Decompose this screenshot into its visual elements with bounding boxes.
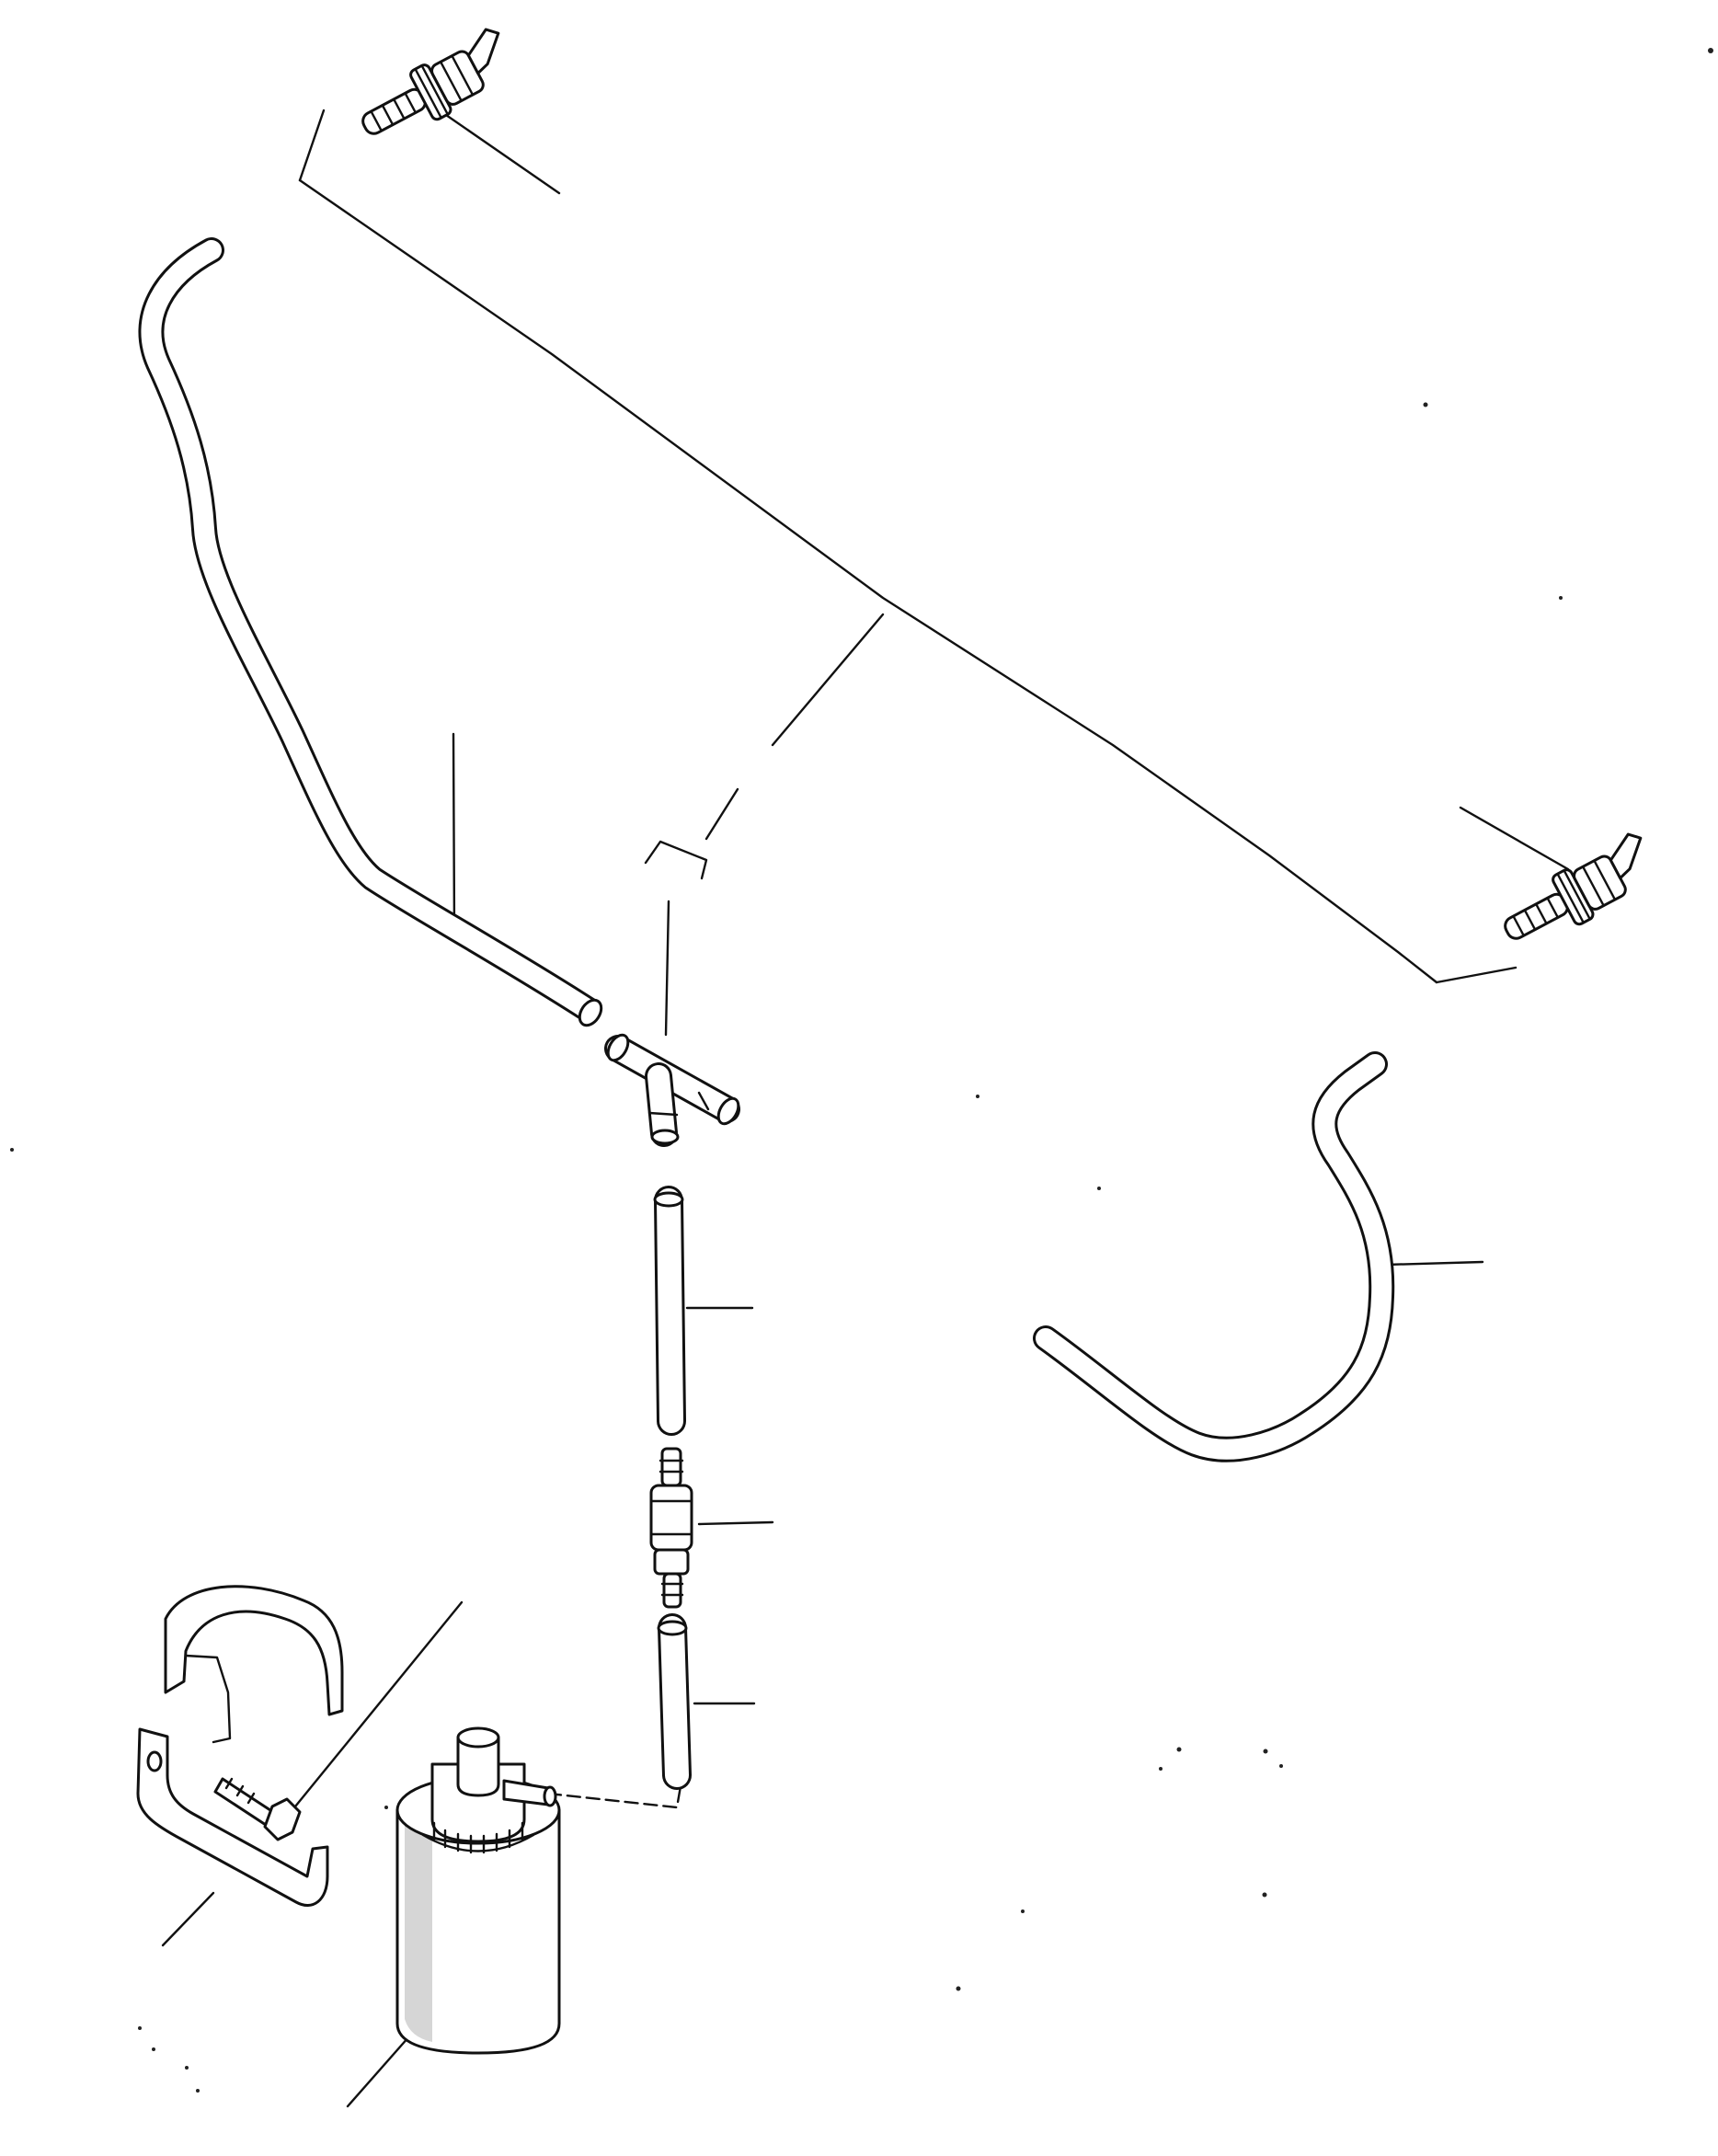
leader-lines: [161, 109, 1570, 2108]
leader-hose-long-left: [452, 732, 456, 935]
leader-pump: [346, 2027, 418, 2108]
leader-bracket-lower-right: [1435, 966, 1518, 984]
leader-tee-group: [771, 613, 885, 747]
leader-main-bracket-line: [298, 178, 1438, 984]
leader-bracket-upper-left: [298, 109, 326, 182]
leader-hose-curved-right: [1384, 1260, 1484, 1267]
leader-nozzle-right: [1459, 806, 1570, 871]
tee-connector: [604, 1033, 740, 1147]
scan-specks: [10, 48, 1713, 2093]
nozzle-right: [1504, 832, 1643, 940]
leader-bracket: [161, 1891, 215, 1947]
leader-check-valve: [697, 1520, 774, 1526]
pump-bracket: [136, 1585, 344, 1907]
leader-tee-connector: [664, 900, 670, 1037]
hose-curved-right: [1033, 1051, 1395, 1462]
check-valve: [649, 1447, 693, 1609]
leader-pump-outlet: [546, 1784, 682, 1809]
pump-ribs: [421, 1821, 535, 1854]
nozzle-left: [361, 28, 500, 135]
hose-long-left: [138, 237, 603, 1027]
tube-upper: [653, 1186, 686, 1436]
bracket-bolt: [213, 1777, 302, 1841]
leader-tee-bracket: [644, 787, 739, 880]
leader-bolt: [281, 1600, 464, 1823]
pump-motor: [395, 1726, 561, 2055]
leader-nozzle-left: [444, 113, 561, 195]
tube-lower: [657, 1613, 692, 1790]
